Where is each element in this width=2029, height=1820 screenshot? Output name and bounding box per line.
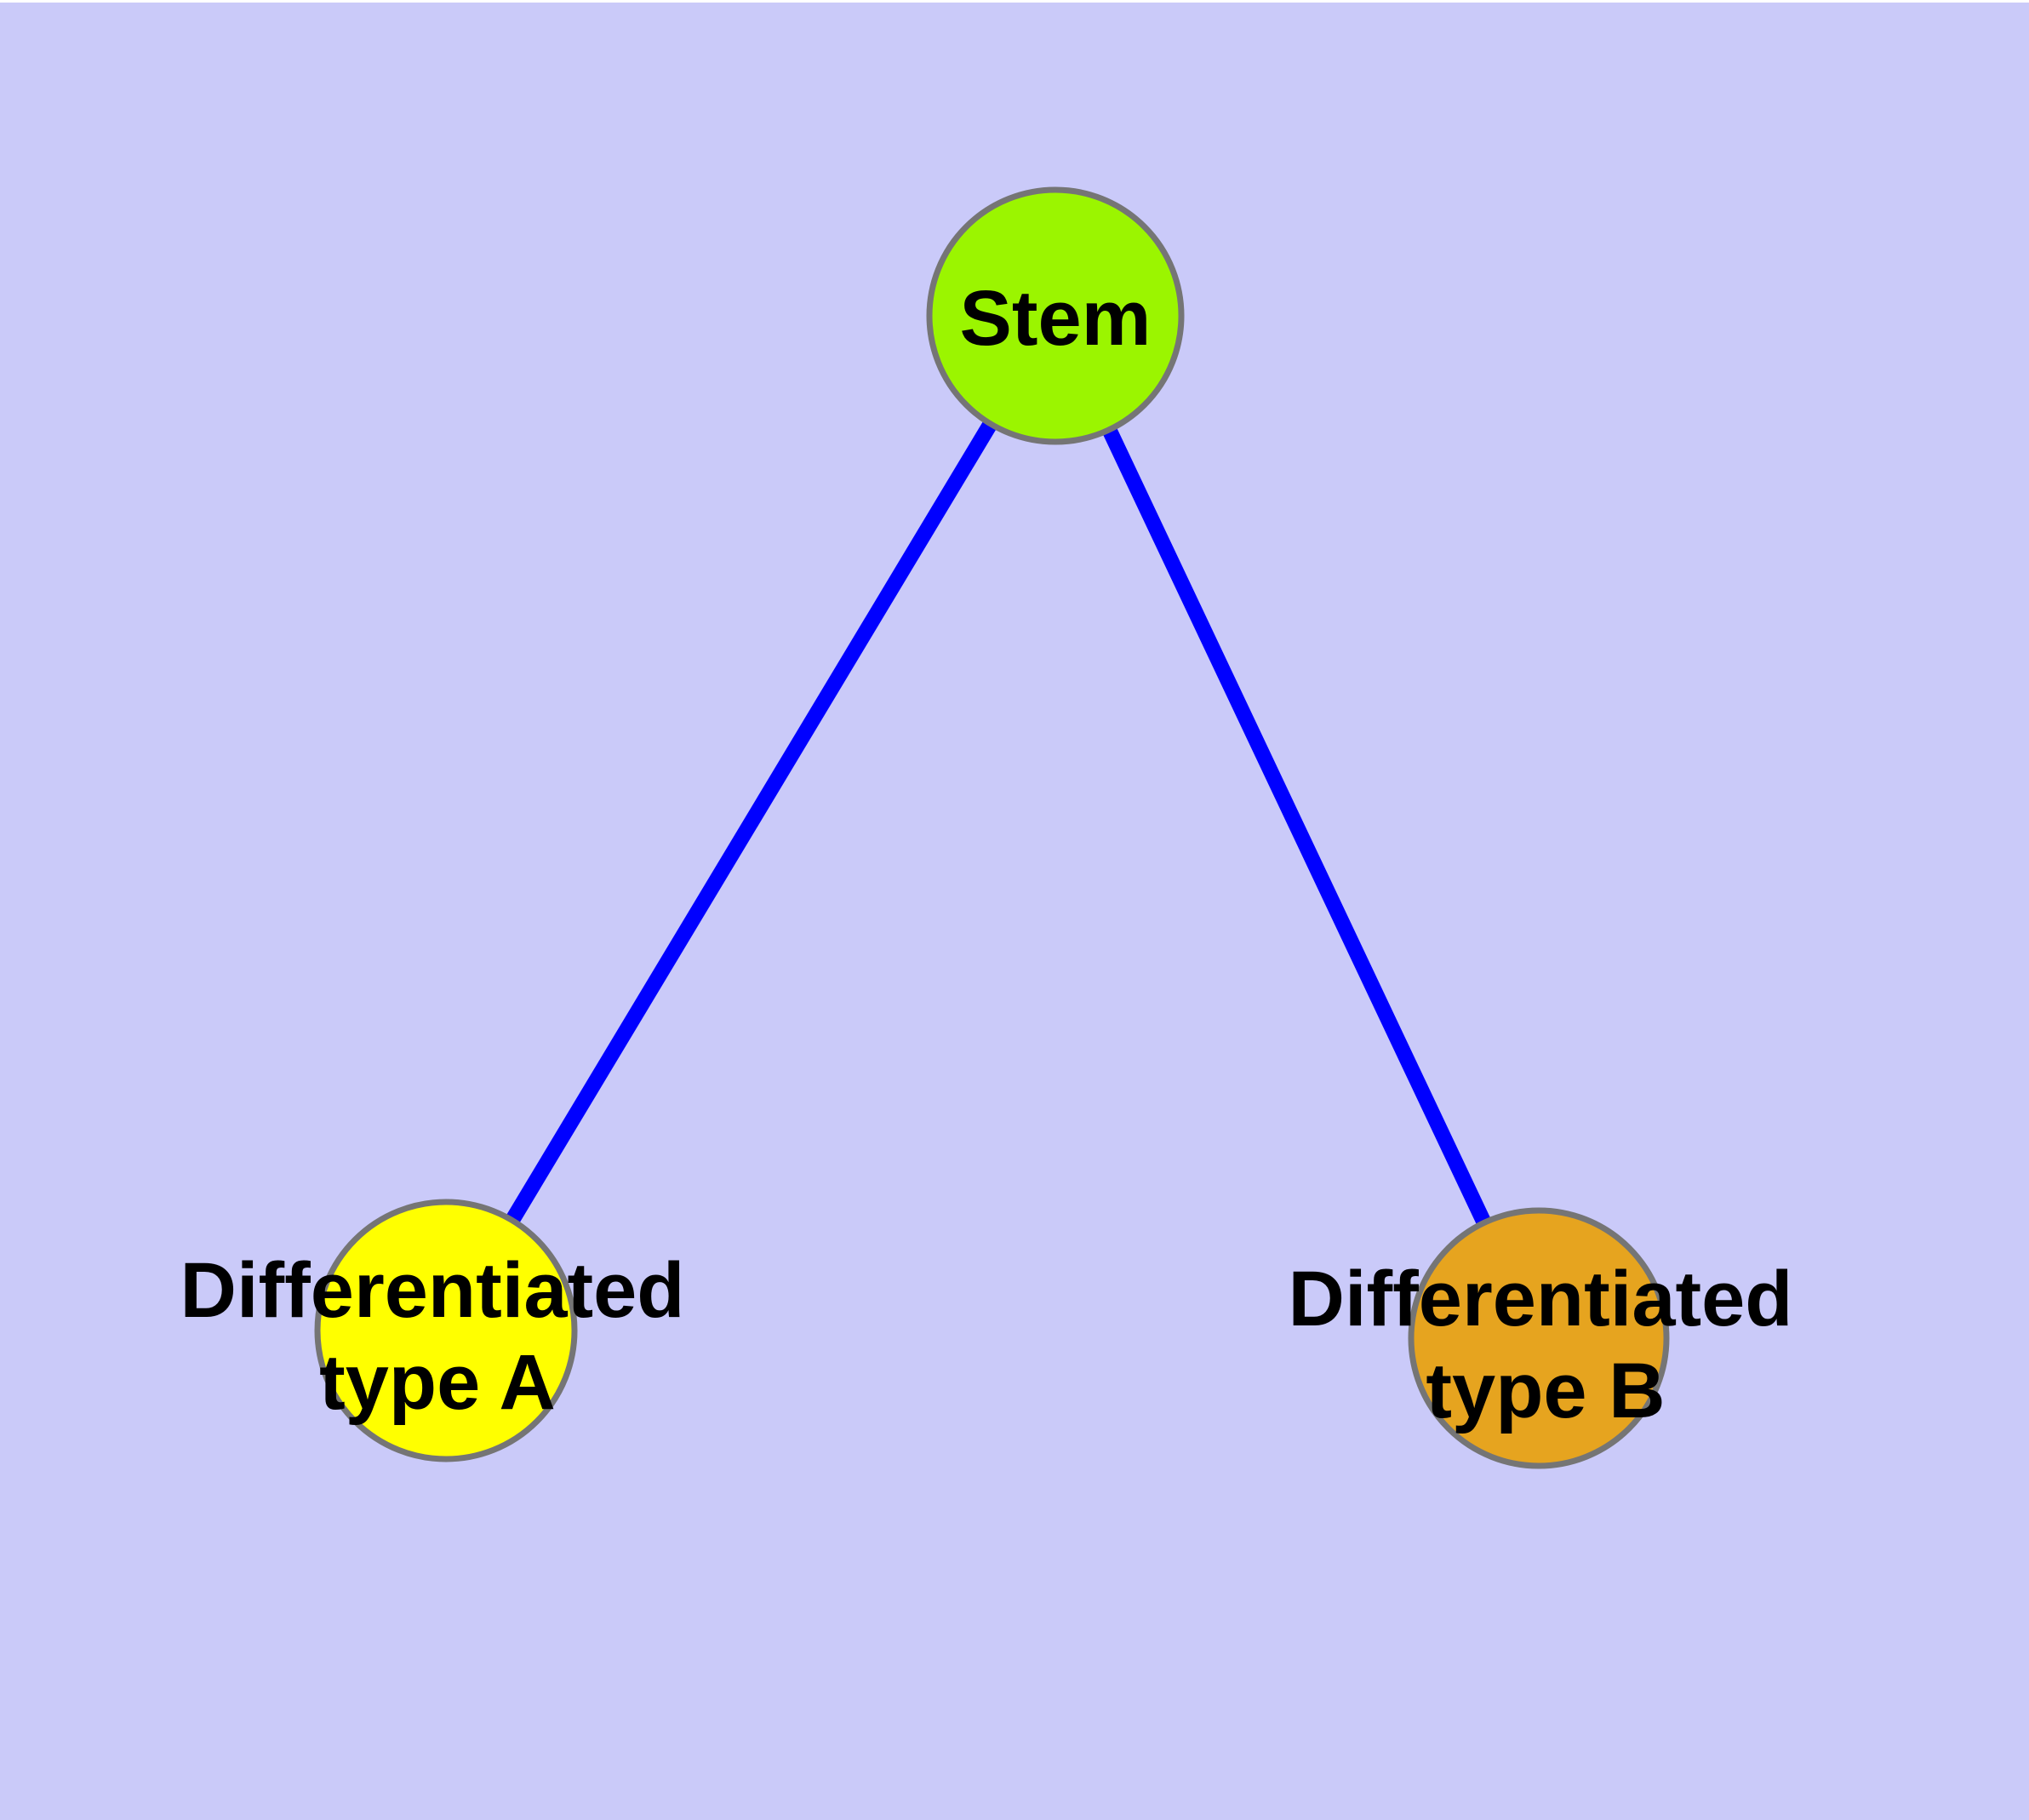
edge-stem-to-type-a [439, 312, 1062, 1335]
node-type-b-label-line-2: type B [1426, 1348, 1665, 1434]
node-stem-label: Stem [960, 275, 1152, 362]
node-differentiated-type-b [1408, 1207, 1670, 1469]
node-differentiated-type-a [314, 1199, 578, 1462]
node-type-a-label-line-1: Differentiated [180, 1247, 685, 1334]
node-stem [926, 186, 1185, 445]
edge-stem-to-type-b [1048, 312, 1546, 1342]
window-top-edge [0, 0, 2029, 3]
node-type-b-label-line-1: Differentiated [1289, 1256, 1793, 1342]
node-type-a-label-line-2: type A [319, 1339, 556, 1426]
